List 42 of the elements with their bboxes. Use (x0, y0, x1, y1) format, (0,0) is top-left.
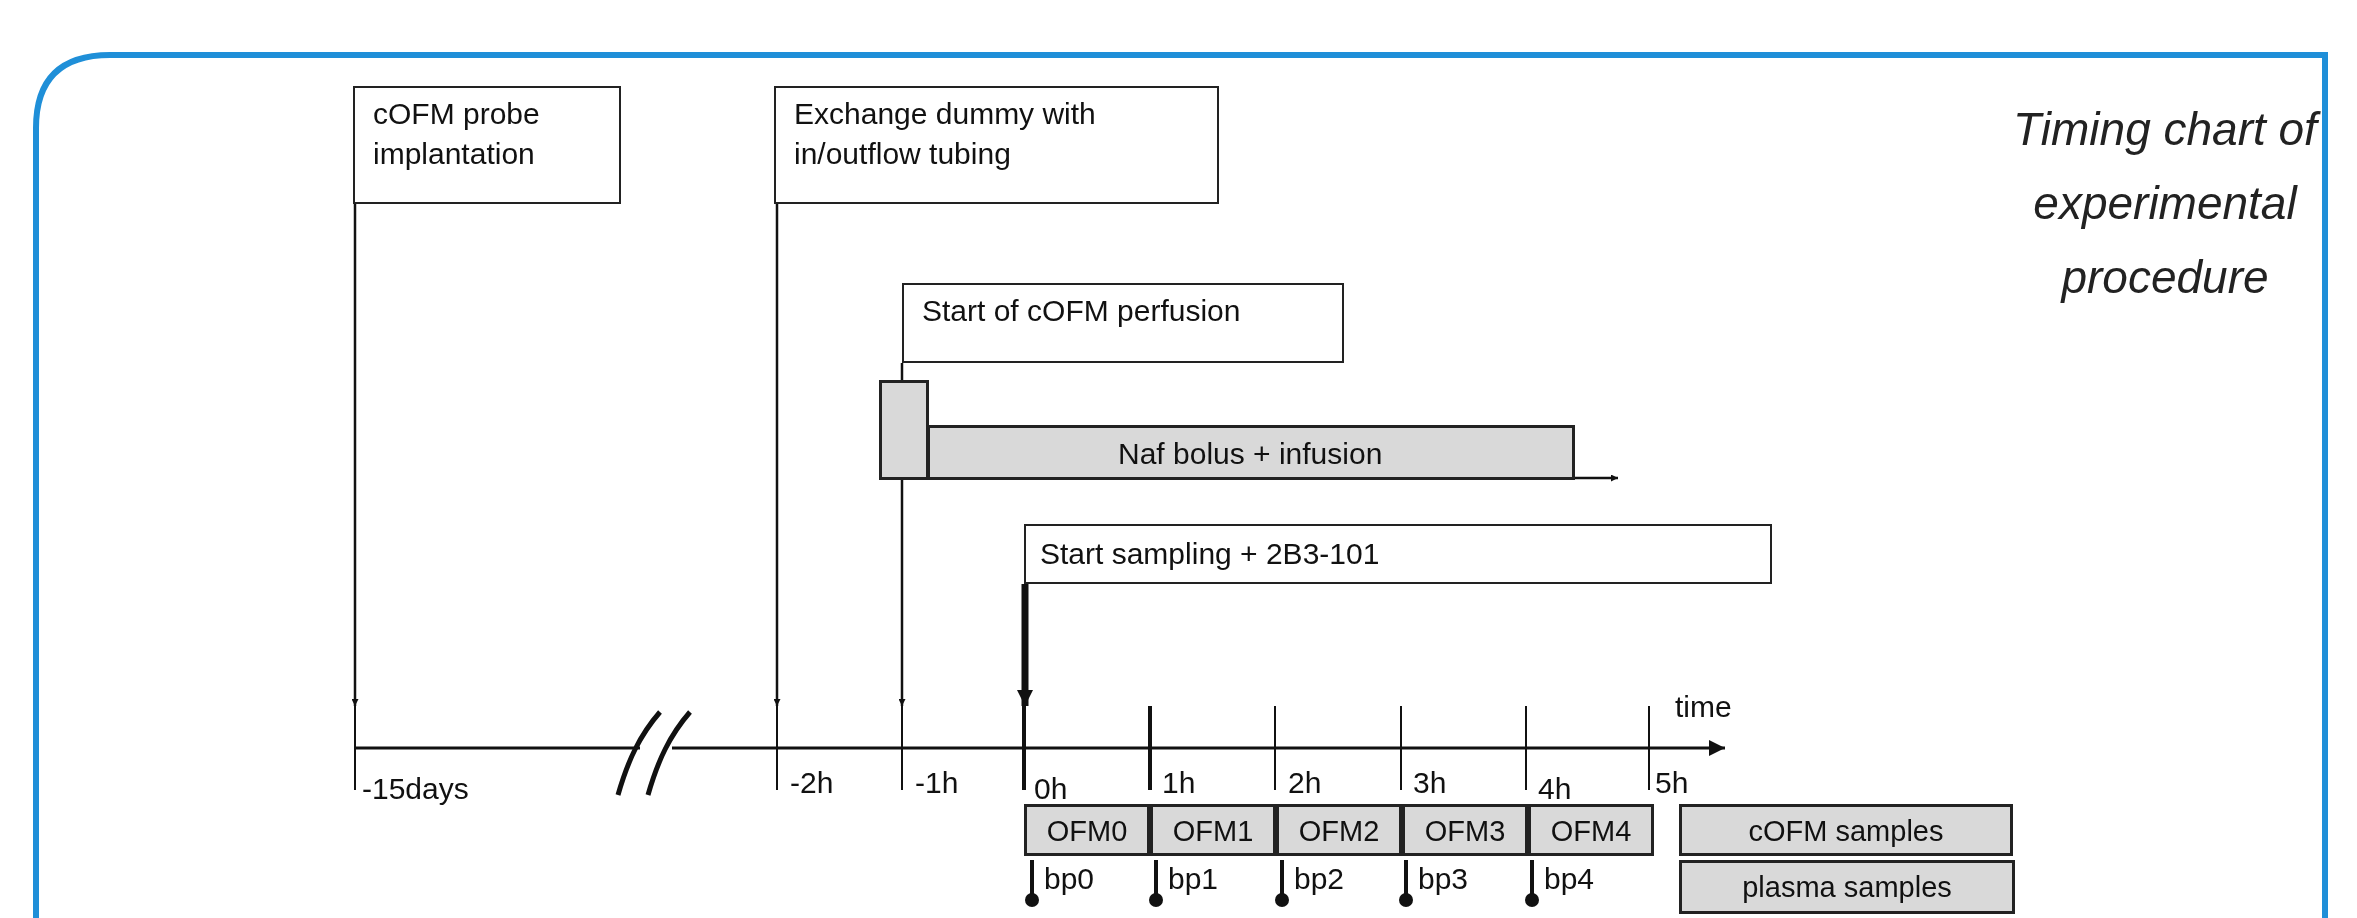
event-box: Exchange dummy with in/outflow tubing (774, 86, 1219, 204)
connector-line (773, 204, 781, 706)
tick-mark (1274, 706, 1276, 790)
tick-label: 4h (1538, 772, 1572, 806)
sample-cell: OFM2 (1276, 804, 1402, 856)
tick-label: 1h (1162, 766, 1196, 800)
tick-mark (1648, 706, 1650, 790)
connector-line (351, 204, 359, 706)
connector-line (898, 480, 906, 706)
legend-box: cOFM samples (1679, 804, 2013, 856)
tick-label: -2h (790, 766, 834, 800)
tick-label: 3h (1413, 766, 1447, 800)
sample-label: bp2 (1294, 862, 1345, 896)
tick-mark (1525, 706, 1527, 790)
event-box: cOFM probe implantation (353, 86, 621, 204)
tick-label: 5h (1655, 766, 1689, 800)
tick-mark (901, 706, 903, 790)
axis-label: time (1675, 690, 1732, 724)
sample-label: bp0 (1044, 862, 1095, 896)
tick-mark (354, 706, 356, 790)
sample-label: bp4 (1544, 862, 1595, 896)
legend-box: plasma samples (1679, 860, 2015, 914)
sample-cell: OFM0 (1024, 804, 1150, 856)
sample-cell: OFM1 (1150, 804, 1276, 856)
sample-label: bp1 (1168, 862, 1219, 896)
sample-cell: OFM4 (1528, 804, 1654, 856)
tick-label: -15days (362, 772, 469, 806)
event-box: Start of cOFM perfusion (902, 283, 1344, 363)
tick-label: 2h (1288, 766, 1322, 800)
infusion-bar: Naf bolus + infusion (927, 425, 1575, 480)
tick-mark (776, 706, 778, 790)
event-box: Start sampling + 2B3-101 (1024, 524, 1772, 584)
arrow (1575, 474, 1618, 482)
bolus-box (879, 380, 929, 480)
tick-mark (1400, 706, 1402, 790)
tick-mark (1148, 706, 1152, 790)
tick-label: -1h (915, 766, 959, 800)
chart-title: Timing chart of experimental procedure (1995, 92, 2335, 314)
sample-label: bp3 (1418, 862, 1469, 896)
tick-mark (1022, 706, 1026, 790)
sample-cell: OFM3 (1402, 804, 1528, 856)
tick-label: 0h (1034, 772, 1068, 806)
